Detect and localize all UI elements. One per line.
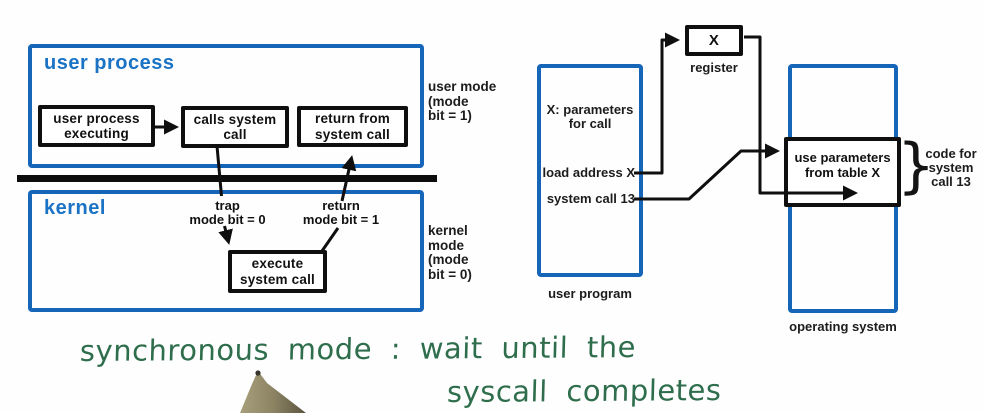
load-address-label: load address X <box>542 165 635 180</box>
user-mode-line: (mode <box>428 93 469 109</box>
node-return-from-system-call: return from system call <box>297 106 408 147</box>
mode-separator-bar <box>17 175 437 182</box>
kernel-mode-line: kernel <box>428 223 468 238</box>
system-call-13-label: system call 13 <box>546 191 635 206</box>
arrow-syscall-to-useparams <box>634 143 780 201</box>
brace-glyph: } <box>897 131 936 201</box>
parameters-for-call-label: X: parameters for call <box>540 103 640 131</box>
code-for-line: system <box>928 160 974 175</box>
node-line: execute <box>251 256 304 271</box>
code-for-line: code for <box>925 146 977 161</box>
kernel-mode-label: kernel mode (mode bit = 0) <box>428 223 472 282</box>
handwriting-line-1: synchronous mode : wait until the <box>79 330 637 368</box>
kernel-mode-line: bit = 0) <box>428 266 472 282</box>
return-label-line: mode bit = 1 <box>302 212 380 227</box>
register-caption: register <box>690 60 738 75</box>
node-line: call <box>223 127 247 142</box>
register-x-box: X <box>685 25 743 56</box>
node-line: system call <box>240 271 315 287</box>
node-line: calls system <box>193 111 277 127</box>
use-parameters-line: from table X <box>804 165 881 180</box>
return-label: return mode bit = 1 <box>296 199 386 227</box>
user-process-title: user process <box>44 52 175 74</box>
trap-label-line: mode bit = 0 <box>189 212 266 227</box>
node-line: system call <box>315 126 390 142</box>
node-line: user process <box>53 110 140 126</box>
user-program-caption: user program <box>548 286 632 301</box>
user-mode-line: user mode <box>428 79 497 94</box>
use-parameters-box: use parameters from table X <box>784 137 901 207</box>
user-mode-label: user mode (mode bit = 1) <box>428 79 497 124</box>
use-parameters-line: use parameters <box>794 150 891 165</box>
node-line: return from <box>315 111 390 126</box>
kernel-mode-line: (mode <box>428 252 469 267</box>
parameters-line: for call <box>568 116 612 131</box>
trap-label: trap mode bit = 0 <box>180 199 275 227</box>
user-mode-line: bit = 1) <box>428 108 472 123</box>
handwriting-line-2: syscall completes <box>446 373 723 409</box>
kernel-title: kernel <box>44 197 106 219</box>
kernel-box <box>28 190 424 312</box>
node-calls-system-call: calls system call <box>181 106 289 148</box>
node-user-process-executing: user process executing <box>38 105 155 147</box>
return-label-line: return <box>322 198 360 213</box>
kernel-mode-line: mode <box>428 237 465 253</box>
user-process-box <box>28 44 424 168</box>
code-for-line: call 13 <box>931 174 971 189</box>
register-value: X <box>708 31 720 49</box>
node-execute-system-call: execute system call <box>228 250 327 293</box>
trap-label-line: trap <box>215 198 240 213</box>
parameters-line: X: parameters <box>546 102 634 117</box>
node-line: executing <box>64 126 129 141</box>
pen-tip <box>240 370 306 413</box>
operating-system-caption: operating system <box>789 319 897 334</box>
code-for-syscall-label: code for system call 13 <box>920 147 982 189</box>
